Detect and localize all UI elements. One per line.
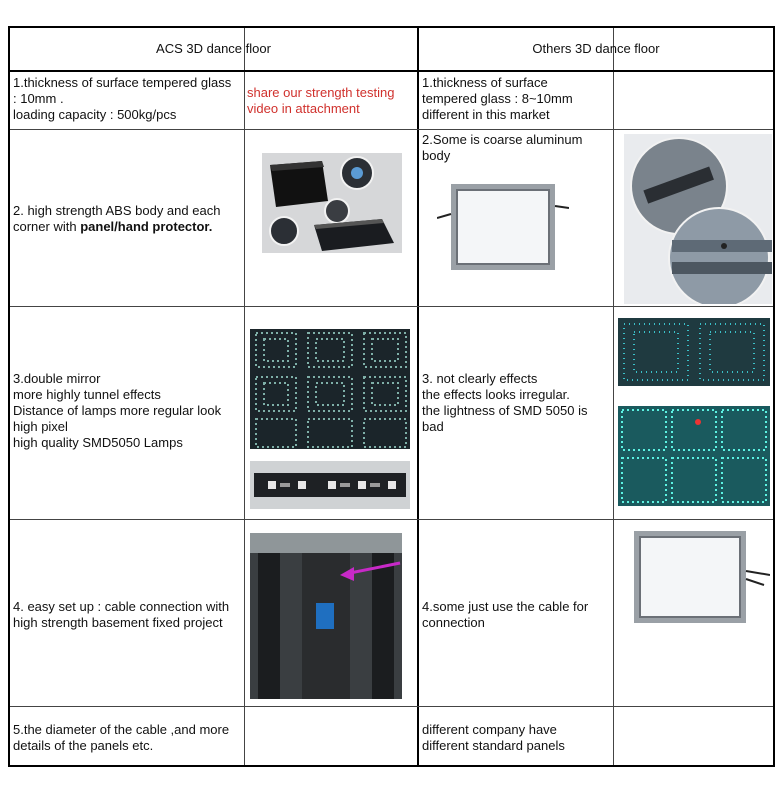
text-line: Distance of lamps more regular look <box>13 403 222 418</box>
text-line: different in this market <box>422 107 550 122</box>
row4-others-text: 4.some just use the cable for connection <box>419 599 613 631</box>
text-line: 4.some just use the cable for <box>422 599 589 614</box>
text-line: : 10mm . <box>13 91 64 106</box>
text-line: 5.the diameter of the cable ,and more <box>13 722 230 737</box>
text-line: 2.Some is coarse aluminum <box>422 132 583 147</box>
cable-connection-photo <box>250 533 402 699</box>
abs-panel-protector-photo <box>262 153 402 253</box>
text-line: 1.thickness of surface <box>422 75 548 90</box>
row1-acs-note: share our strength testing video in atta… <box>244 85 417 117</box>
grid-line <box>10 519 773 520</box>
grid-line <box>417 28 419 765</box>
text-line: share our strength testing <box>247 85 395 100</box>
text-line: tempered glass : 8~10mm <box>422 91 573 106</box>
row5-others-text: different company have different standar… <box>419 722 613 754</box>
row3-acs-text: 3.double mirror more highly tunnel effec… <box>10 371 244 451</box>
text-line: high quality SMD5050 Lamps <box>13 435 183 450</box>
text-line: details of the panels etc. <box>13 738 154 753</box>
row4-acs-text: 4. easy set up : cable connection with h… <box>10 599 244 631</box>
text-line: 1.thickness of surface tempered glass <box>13 75 232 90</box>
row2-others-text: 2.Some is coarse aluminum body <box>419 132 613 164</box>
text-line: bad <box>422 419 444 434</box>
smd5050-led-strip-photo <box>250 461 410 509</box>
grid-line <box>613 28 614 765</box>
text-fragment: corner with <box>13 219 81 234</box>
grid-line <box>10 70 773 72</box>
row3-others-text: 3. not clearly effects the effects looks… <box>419 371 613 435</box>
text-line: the effects looks irregular. <box>422 387 570 402</box>
irregular-effect-photo-2 <box>618 406 770 506</box>
text-line: more highly tunnel effects <box>13 387 161 402</box>
row1-acs-text: 1.thickness of surface tempered glass : … <box>10 75 244 123</box>
grid-line <box>244 28 245 765</box>
grid-line <box>10 306 773 307</box>
bold-text: panel/hand protector. <box>80 219 213 234</box>
text-line: 2. high strength ABS body and each <box>13 203 221 218</box>
text-line: connection <box>422 615 485 630</box>
aluminum-closeup-photo <box>624 134 772 304</box>
grid-line <box>10 706 773 707</box>
text-line: loading capacity : 500kg/pcs <box>13 107 177 122</box>
text-line: high strength basement fixed project <box>13 615 223 630</box>
header-others: Others 3D dance floor <box>532 41 660 56</box>
row5-acs-text: 5.the diameter of the cable ,and more de… <box>10 722 244 754</box>
text-line: high pixel <box>13 419 68 434</box>
irregular-effect-photo-1 <box>618 318 770 386</box>
text-line: video in attachment <box>247 101 360 116</box>
comparison-table: ACS 3D dance floor Others 3D dance floor… <box>8 26 775 767</box>
text-line: 4. easy set up : cable connection with <box>13 599 230 614</box>
row1-others-text: 1.thickness of surface tempered glass : … <box>419 75 613 123</box>
infinity-mirror-floor-photo <box>250 329 410 449</box>
text-line: different standard panels <box>422 738 565 753</box>
text-line: corner with panel/hand protector. <box>13 219 241 235</box>
text-line: the lightness of SMD 5050 is <box>422 403 588 418</box>
text-line: 3.double mirror <box>13 371 101 386</box>
text-line: different company have <box>422 722 557 737</box>
text-line: body <box>422 148 451 163</box>
text-line: 3. not clearly effects <box>422 371 538 386</box>
header-acs: ACS 3D dance floor <box>156 41 271 56</box>
aluminum-panel-photo <box>437 178 569 278</box>
grid-line <box>10 129 773 130</box>
row2-acs-text: 2. high strength ABS body and each corne… <box>10 203 244 235</box>
cable-only-panel-photo <box>624 527 770 627</box>
